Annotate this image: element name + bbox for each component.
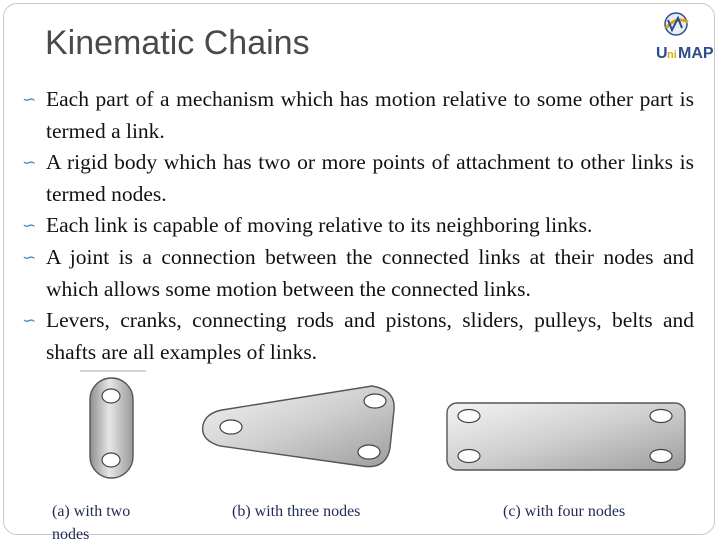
bullet-text: A rigid body which has two or more point… bbox=[46, 150, 694, 206]
bullet-item: ∽ A rigid body which has two or more poin… bbox=[22, 147, 694, 210]
bullet-text: Each link is capable of moving relative … bbox=[46, 213, 593, 238]
node-hole bbox=[101, 452, 121, 468]
bullet-text: Each part of a mechanism which has motio… bbox=[46, 87, 694, 143]
bullet-text: A joint is a connection between the conn… bbox=[46, 244, 694, 301]
curl-bullet-icon: ∽ bbox=[22, 247, 37, 267]
figure-caption-c: (c) with four nodes bbox=[503, 503, 626, 520]
svg-text:MAP: MAP bbox=[678, 45, 714, 62]
slide-title: Kinematic Chains bbox=[45, 24, 310, 62]
node-hole bbox=[457, 448, 481, 464]
bullet-item: ∽ A joint is a connection between the con… bbox=[22, 242, 694, 305]
svg-text:ni: ni bbox=[667, 49, 677, 61]
curl-bullet-icon: ∽ bbox=[22, 311, 37, 331]
bullet-item: ∽ Each part of a mechanism which has moti… bbox=[22, 84, 694, 147]
node-hole bbox=[649, 408, 673, 424]
node-hole bbox=[101, 388, 121, 404]
unimap-logo: U ni MAP bbox=[656, 12, 714, 62]
bullet-item: ∽ Levers, cranks, connecting rods and pis… bbox=[22, 305, 694, 368]
svg-text:U: U bbox=[656, 45, 668, 62]
node-hole bbox=[357, 444, 381, 460]
bullet-text: Levers, cranks, connecting rods and pist… bbox=[46, 308, 694, 364]
node-hole bbox=[219, 419, 243, 435]
figure-caption-b: (b) with three nodes bbox=[232, 503, 361, 520]
node-hole bbox=[363, 393, 387, 409]
bullet-list: ∽ Each part of a mechanism which has moti… bbox=[22, 84, 694, 368]
bullet-item: ∽ Each link is capable of moving relative… bbox=[22, 210, 694, 242]
curl-bullet-icon: ∽ bbox=[22, 153, 37, 173]
node-hole bbox=[649, 448, 673, 464]
link-diagrams: (a) with two nodes (b) with three nodes … bbox=[0, 360, 720, 543]
node-hole bbox=[457, 408, 481, 424]
two-node-link bbox=[89, 377, 134, 479]
four-node-link bbox=[446, 402, 686, 471]
curl-bullet-icon: ∽ bbox=[22, 216, 37, 236]
slide-frame bbox=[3, 3, 715, 535]
three-node-link bbox=[201, 385, 395, 468]
figure-caption-a: (a) with two nodes bbox=[52, 503, 131, 543]
curl-bullet-icon: ∽ bbox=[22, 90, 37, 109]
